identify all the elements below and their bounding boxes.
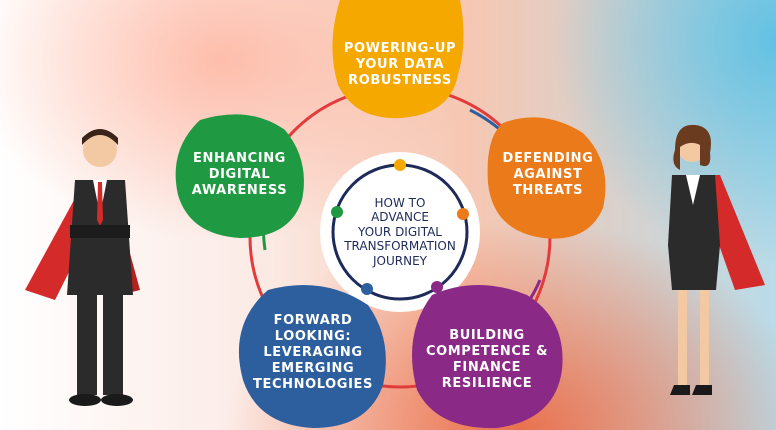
node-forward-looking-shape [238,285,386,428]
node-defending-blob [487,117,606,239]
dot-orange [457,208,469,220]
node-powering-up-label: POWERING-UP YOUR DATA ROBUSTNESS [343,41,457,88]
node-building-blob [412,285,563,429]
dot-blue [361,283,373,295]
node-enhancing-label: ENHANCING DIGITAL AWARENESS [191,151,288,198]
dot-purple [431,281,443,293]
node-building-shape [412,285,563,429]
node-enhancing-shape [175,114,304,238]
center-title: HOW TO ADVANCE YOUR DIGITAL TRANSFORMATI… [344,195,456,268]
businesswoman-figure-icon [668,124,765,395]
node-forward-looking-blob [238,285,386,428]
node-powering-up-shape [332,0,464,119]
dot-green [331,206,343,218]
node-building-label: BUILDING COMPETENCE & FINANCE RESILIENCE [425,328,549,391]
node-powering-up-blob [332,0,464,119]
node-enhancing-blob [175,114,304,238]
node-forward-looking-label: FORWARD LOOKING: LEVERAGING EMERGING TEC… [253,312,373,392]
dot-yellow [394,159,406,171]
businessman-figure-icon [25,129,140,406]
node-defending-label: DEFENDING AGAINST THREATS [502,151,594,198]
node-defending-shape [487,117,606,239]
